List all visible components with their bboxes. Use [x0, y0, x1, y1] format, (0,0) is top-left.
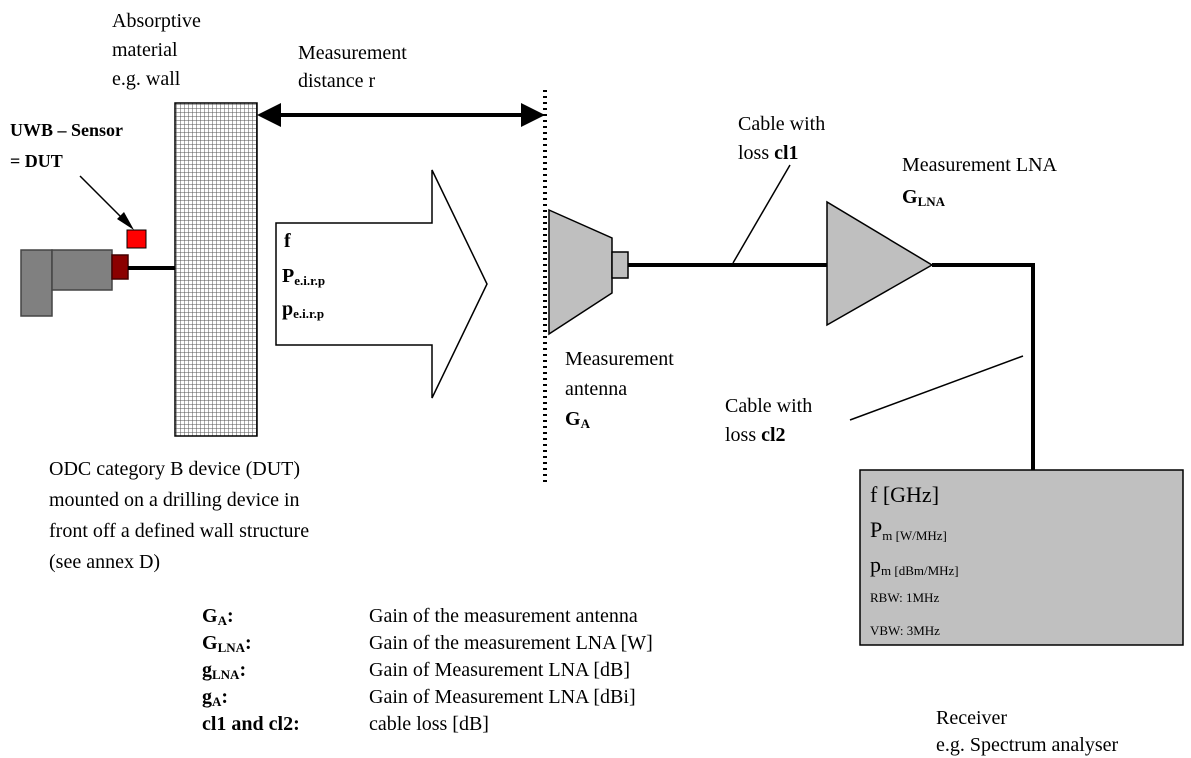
absorptive-wall [174, 102, 258, 437]
receiver-label-line1: Receiver [936, 707, 1008, 729]
receiver-box-line1: f [GHz] [870, 482, 940, 507]
lna-amplifier [826, 200, 934, 327]
legend-term-glna-main: G [202, 632, 218, 654]
receiver-box-P: P [870, 517, 883, 542]
radiation-arrow [275, 169, 488, 399]
legend-term-ga-colon: : [226, 605, 234, 627]
dut-description-line2: mounted on a drilling device in [49, 489, 300, 511]
legend-def-ga: Gain of the measurement antenna [369, 605, 638, 627]
arrow-label-p: p [282, 298, 294, 320]
legend-term-ga-sub: A [217, 613, 227, 628]
legend-term-cable-loss: cl1 and cl2: [202, 711, 300, 737]
cable-2 [932, 263, 1035, 470]
sensor-pointer-arrowhead [117, 212, 134, 230]
antenna-label-sub: A [580, 416, 590, 431]
receiver-box-line2: Pm [W/MHz] [870, 517, 947, 544]
drilling-device [20, 249, 129, 317]
lna-label-sub: LNA [917, 194, 946, 209]
arrow-label-f: f [284, 230, 291, 252]
legend-term-glna-colon: : [245, 632, 252, 654]
arrow-label-P-sub: e.i.r.p [294, 273, 326, 288]
arrow-label-Peirp: Pe.i.r.p [282, 263, 325, 294]
sensor-label-line1: UWB – Sensor [10, 120, 124, 140]
distance-label-line2: distance r [298, 70, 376, 92]
receiver-box-P-sub: m [W/MHz] [882, 528, 947, 543]
sensor-label-line2: = DUT [10, 151, 63, 171]
cable2-label-line1: Cable with [725, 395, 813, 417]
measurement-distance-arrow [257, 103, 545, 127]
arrow-label-peirp: pe.i.r.p [282, 296, 324, 327]
receiver-label-line2: e.g. Spectrum analyser [936, 734, 1119, 756]
antenna-label-line1: Measurement [565, 348, 674, 370]
antenna-label-line2: antenna [565, 378, 628, 400]
legend-def-glna: Gain of the measurement LNA [W] [369, 632, 653, 654]
cable-1-label-pointer [732, 164, 791, 264]
cable2-label-line2: loss cl2 [725, 422, 786, 448]
receiver-box-vbw: VBW: 3MHz [870, 623, 940, 638]
dut-description-line4: (see annex D) [49, 551, 161, 573]
cable1-label-loss: loss [738, 142, 775, 164]
legend-term-glna-db-sub: LNA [212, 667, 240, 682]
antenna-label-line3: GA [565, 406, 590, 437]
cable1-label-line2: loss cl1 [738, 140, 799, 166]
lna-label-g: G [902, 186, 918, 208]
legend-term-glna-db-main: g [202, 659, 212, 681]
lna-label-line1: Measurement LNA [902, 154, 1057, 176]
receiver-box-rbw: RBW: 1MHz [870, 590, 940, 605]
sensor-pointer-line [79, 175, 127, 223]
cable1-label-line1: Cable with [738, 113, 826, 135]
legend-def-glna-db: Gain of Measurement LNA [dB] [369, 659, 631, 681]
legend-def-cable-loss: cable loss [dB] [369, 713, 489, 735]
cable1-label-cl1: cl1 [774, 142, 799, 164]
cable2-label-cl2: cl2 [761, 424, 786, 446]
arrow-label-P: P [282, 265, 295, 287]
legend-def-ga-dbi: Gain of Measurement LNA [dBi] [369, 686, 636, 708]
arrow-label-p-sub: e.i.r.p [293, 306, 325, 321]
legend-term-cable-loss-main: cl1 and cl2: [202, 713, 300, 735]
distance-label-line1: Measurement [298, 42, 407, 64]
legend-term-glna-db: gLNA: [202, 657, 246, 688]
legend-term-glna-sub: LNA [217, 640, 246, 655]
dut-description-line1: ODC category B device (DUT) [49, 458, 301, 480]
legend-term-glna-db-colon: : [239, 659, 247, 681]
absorptive-label-line3: e.g. wall [112, 68, 181, 90]
lna-label-line2: GLNA [902, 184, 945, 215]
measurement-antenna [548, 208, 613, 336]
legend-term-ga: GA: [202, 603, 234, 634]
receiver-box-p-sub: m [dBm/MHz] [881, 563, 959, 578]
uwb-sensor [126, 229, 147, 249]
legend-term-ga-dbi-colon: : [221, 686, 229, 708]
absorptive-label-line2: material [112, 39, 178, 61]
cable-2-label-pointer [849, 355, 1024, 421]
antenna-connector [611, 251, 629, 279]
dut-description-line3: front off a defined wall structure [49, 520, 310, 542]
legend-term-ga-dbi-main: g [202, 686, 212, 708]
antenna-label-g: G [565, 408, 581, 430]
legend-term-ga-dbi-sub: A [212, 694, 222, 709]
receiver-box-line3: pm [dBm/MHz] [870, 552, 959, 579]
absorptive-label-line1: Absorptive [112, 10, 201, 32]
receiver-box-p: p [870, 552, 881, 577]
legend-term-ga-main: G [202, 605, 218, 627]
legend-term-ga-dbi: gA: [202, 684, 228, 715]
cable2-label-loss: loss [725, 424, 762, 446]
receiver-box [859, 469, 1184, 646]
legend-term-glna: GLNA: [202, 630, 252, 661]
